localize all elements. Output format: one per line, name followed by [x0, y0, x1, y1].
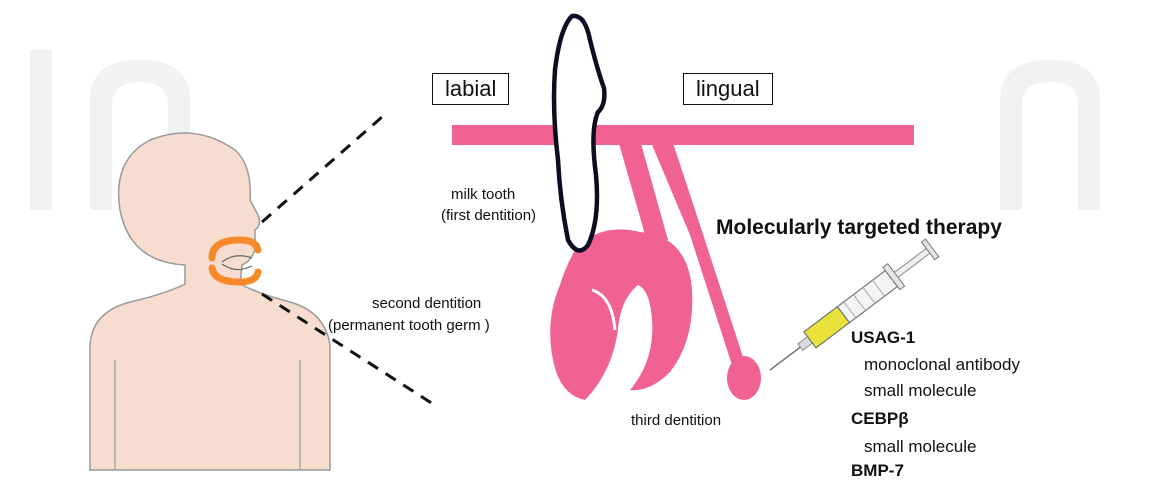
lingual-label: lingual	[683, 73, 773, 105]
third-dentition-bud	[727, 356, 761, 400]
second-dentition-germ	[550, 229, 692, 400]
child-figure	[90, 133, 330, 470]
target-usag1: USAG-1	[851, 328, 915, 348]
second-dentition-label: second dentition	[372, 294, 481, 313]
zoom-line-upper	[262, 117, 382, 222]
oral-epithelium-band	[452, 125, 914, 145]
target-bmp7: BMP-7	[851, 461, 904, 481]
therapy-title: Molecularly targeted therapy	[716, 216, 1002, 240]
first-dentition-label: (first dentition)	[441, 206, 536, 225]
third-dentition-label: third dentition	[631, 411, 721, 430]
target-cebpb: CEBPβ	[851, 409, 909, 429]
dental-epithelium	[452, 125, 914, 400]
milk-tooth-label: milk tooth	[451, 185, 515, 204]
permanent-tooth-germ-label: (permanent tooth germ )	[328, 316, 490, 335]
child-body	[90, 133, 330, 470]
labial-label: labial	[432, 73, 509, 105]
cebpb-method-small-molecule: small molecule	[864, 437, 976, 457]
usag1-method-antibody: monoclonal antibody	[864, 355, 1020, 375]
usag1-method-small-molecule: small molecule	[864, 381, 976, 401]
